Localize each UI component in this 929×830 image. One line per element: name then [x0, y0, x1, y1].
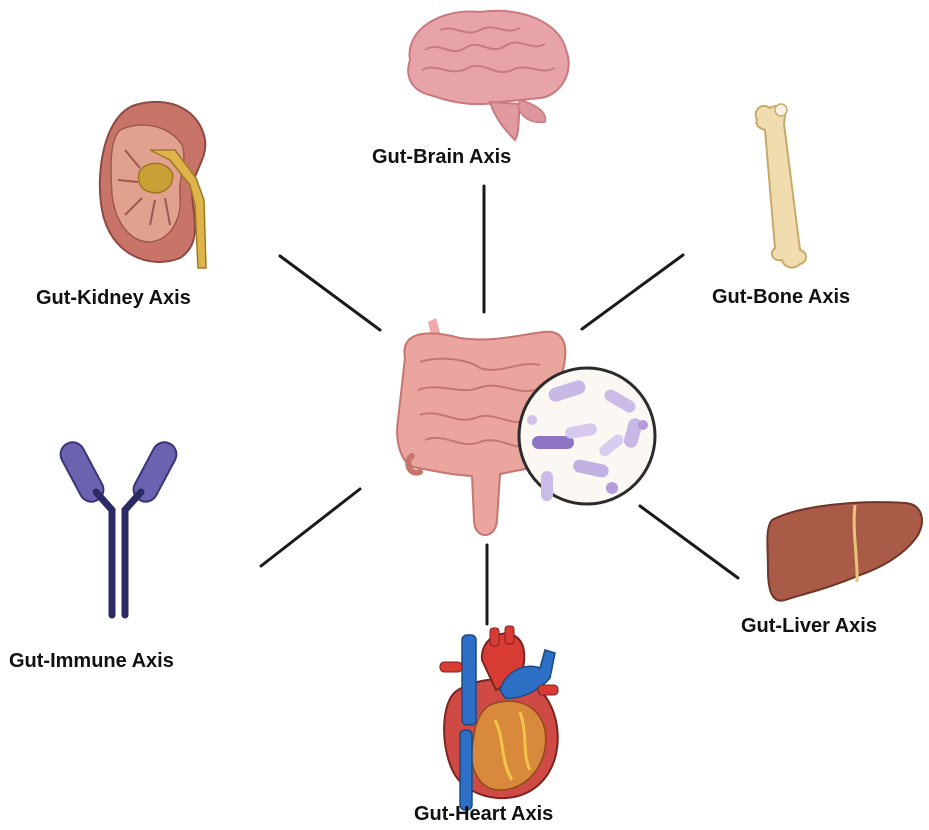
gut-heart-axis-label: Gut-Heart Axis — [414, 804, 553, 824]
connector-liver — [640, 506, 738, 578]
antibody-icon — [56, 438, 180, 615]
connector-immune — [261, 489, 360, 566]
gut-immune-axis-label: Gut-Immune Axis — [9, 651, 174, 671]
brain-icon — [408, 11, 568, 140]
connector-kidney — [280, 256, 380, 330]
microbiota-icon — [519, 368, 655, 504]
bone-icon — [756, 104, 806, 267]
gut-kidney-axis-label: Gut-Kidney Axis — [36, 288, 191, 308]
gut-brain-axis-label: Gut-Brain Axis — [372, 147, 511, 167]
kidney-icon — [100, 102, 206, 268]
heart-icon — [440, 626, 558, 810]
connector-bone — [582, 255, 683, 329]
gut-bone-axis-label: Gut-Bone Axis — [712, 287, 850, 307]
gut-liver-axis-label: Gut-Liver Axis — [741, 616, 877, 636]
liver-icon — [767, 502, 922, 601]
